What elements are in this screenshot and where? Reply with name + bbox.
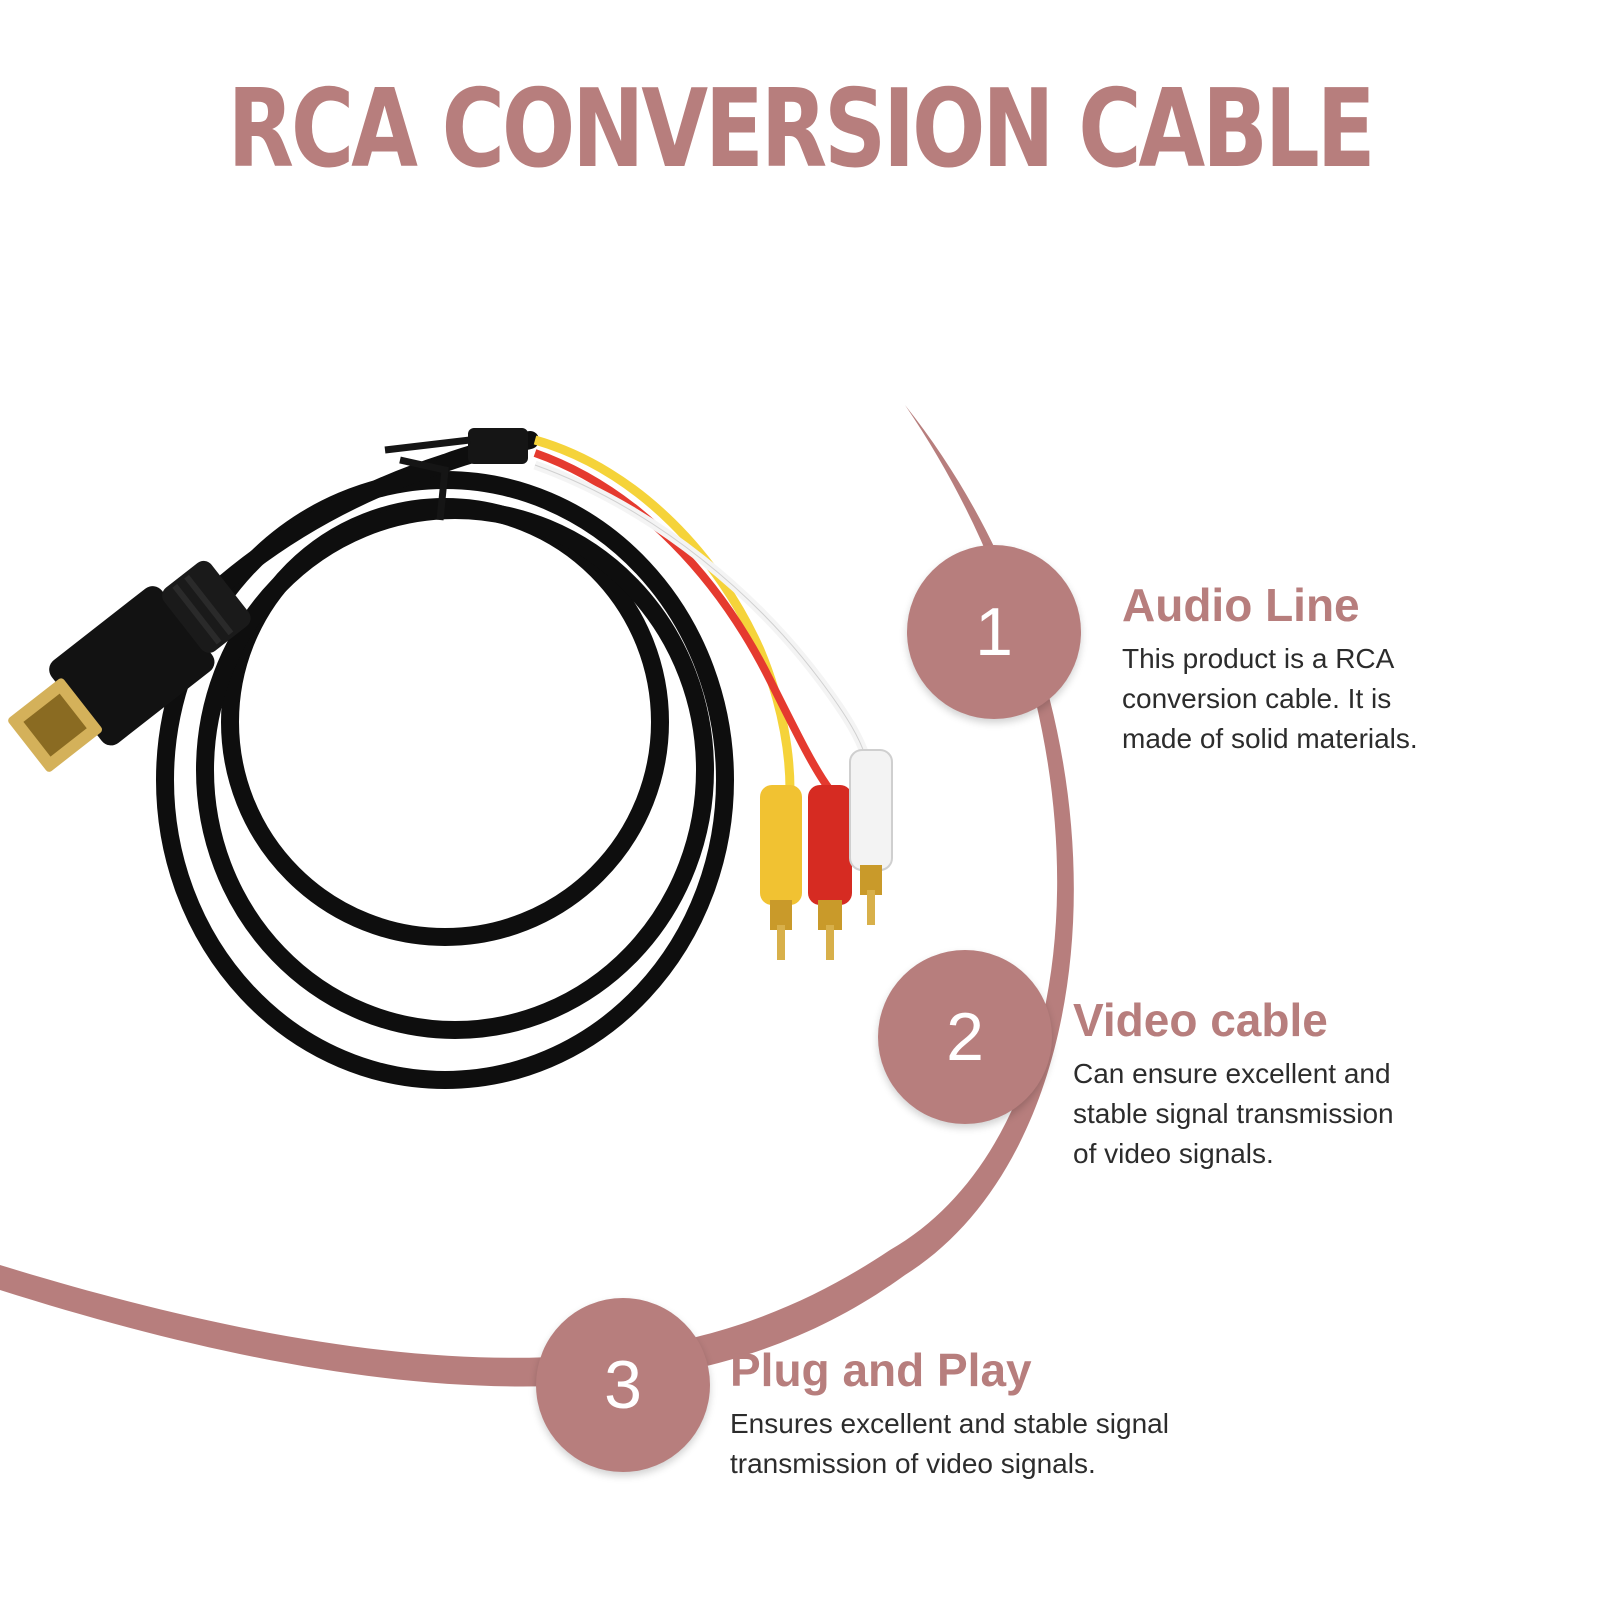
feature-1-number: 1 [907, 545, 1081, 719]
feature-3-number: 3 [536, 1298, 710, 1472]
feature-3-line-2: transmission of video signals. [730, 1447, 1096, 1479]
page-title: RCA CONVERSION CABLE [227, 67, 1376, 192]
cable-photo [8, 428, 893, 1089]
feature-2-number: 2 [878, 950, 1052, 1124]
rca-plug-white [849, 749, 893, 925]
decorative-arc [0, 405, 1074, 1387]
feature-2-line-1: Can ensure excellent and [1073, 1057, 1391, 1089]
feature-1-line-3: made of solid materials. [1122, 722, 1418, 754]
feature-3: Plug and Play Ensures excellent and stab… [730, 1345, 1290, 1484]
feature-1-line-2: conversion cable. It is [1122, 682, 1392, 714]
rca-plug-red [808, 785, 852, 960]
feature-2-desc: Can ensure excellent and stable signal t… [1073, 1054, 1533, 1174]
feature-1-desc: This product is a RCA conversion cable. … [1122, 639, 1562, 759]
rca-plug-yellow [760, 785, 802, 960]
feature-2: Video cable Can ensure excellent and sta… [1073, 995, 1533, 1174]
feature-2-line-2: stable signal transmission [1073, 1097, 1394, 1129]
feature-2-line-3: of video signals. [1073, 1137, 1274, 1169]
feature-3-desc: Ensures excellent and stable signal tran… [730, 1404, 1290, 1484]
feature-3-line-1: Ensures excellent and stable signal [730, 1407, 1169, 1439]
feature-1-heading: Audio Line [1122, 579, 1360, 631]
feature-3-heading: Plug and Play [730, 1344, 1032, 1396]
feature-2-heading: Video cable [1073, 994, 1328, 1046]
feature-1-line-1: This product is a RCA [1122, 642, 1395, 674]
feature-1: Audio Line This product is a RCA convers… [1122, 580, 1562, 759]
